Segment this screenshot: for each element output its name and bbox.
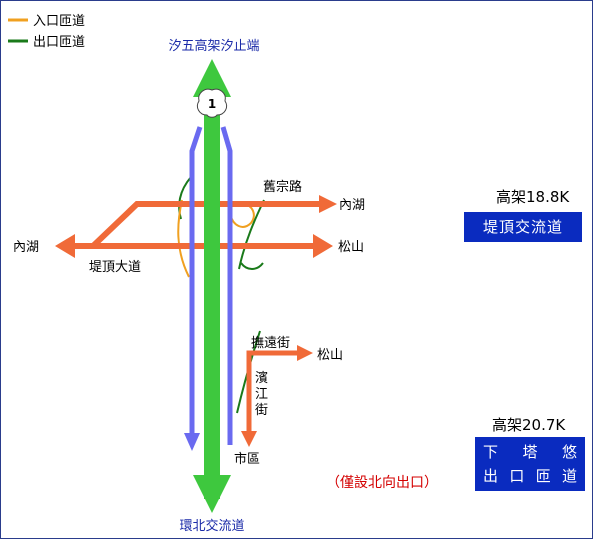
km-label-xiata: 高架20.7K [492,416,566,434]
arrow-icon [184,433,200,451]
interchange-name-diding: 堤頂交流道 [482,218,563,236]
mainline-shaft [204,91,220,499]
road-label-binjiang-1: 濱 [255,371,268,386]
arrow-icon [55,234,75,258]
entrance-ramp-west [177,199,190,278]
road-label-fuyuan: 撫遠街 [251,336,290,351]
north-destination-label: 汐五高架汐止端 [168,38,259,54]
xiata-name-row-2: 出 口 匝 道 [483,466,577,486]
xiata-char: 出 [483,467,499,485]
local-streets [241,345,313,447]
legend-entrance-label: 入口匝道 [33,14,85,29]
south-destination-label: 環北交流道 [179,518,244,534]
road-label-diding: 堤頂大道 [89,260,141,275]
fuyuan-destination: 松山 [317,348,343,363]
west-destination: 內湖 [13,240,39,255]
road-jiuzong [90,201,319,249]
arrow-icon [193,475,231,513]
legend-exit-label: 出口匝道 [33,35,85,50]
national-freeway-shield-icon: 1 [196,88,228,118]
exit-ramp-east-curve [240,262,264,270]
road-label-binjiang-3: 街 [255,403,268,418]
shield-number: 1 [208,97,216,111]
xiata-char: 塔 [522,443,538,461]
elevated-lane-east [220,126,233,445]
xiata-char: 口 [509,467,525,485]
elevated-lanes [184,126,233,451]
arrow-icon [241,431,257,447]
elevated-lane-west [189,126,203,437]
road-fuyuan [246,350,299,433]
arrow-icon [313,234,333,258]
xiata-char: 道 [561,467,577,485]
exit-ramp-east [238,199,265,270]
east-upper-destination: 內湖 [339,198,365,213]
arrow-icon [319,195,337,213]
xiata-char: 悠 [561,443,577,461]
road-label-jiuzong: 舊宗路 [263,179,302,195]
xiata-name-row-1: 下 塔 悠 [483,442,577,462]
mainline [193,59,231,513]
interchange-name-box-diding: 堤頂交流道 [464,212,582,242]
interchange-name-box-xiata: 下 塔 悠 出 口 匝 道 [475,437,585,491]
road-label-binjiang-2: 江 [255,387,268,402]
xiata-char: 匝 [535,467,551,485]
xiata-char: 下 [483,443,499,461]
arrow-icon [297,345,313,361]
exit-only-note: （僅設北向出口） [326,475,438,491]
exit-ramp-nw [178,176,192,220]
km-label-diding: 高架18.8K [496,188,570,206]
market-destination: 市區 [234,451,260,467]
entrance-loop-east [229,203,255,228]
east-lower-destination: 松山 [338,240,364,255]
arrow-icon [193,59,231,97]
surface-roads [55,195,337,258]
